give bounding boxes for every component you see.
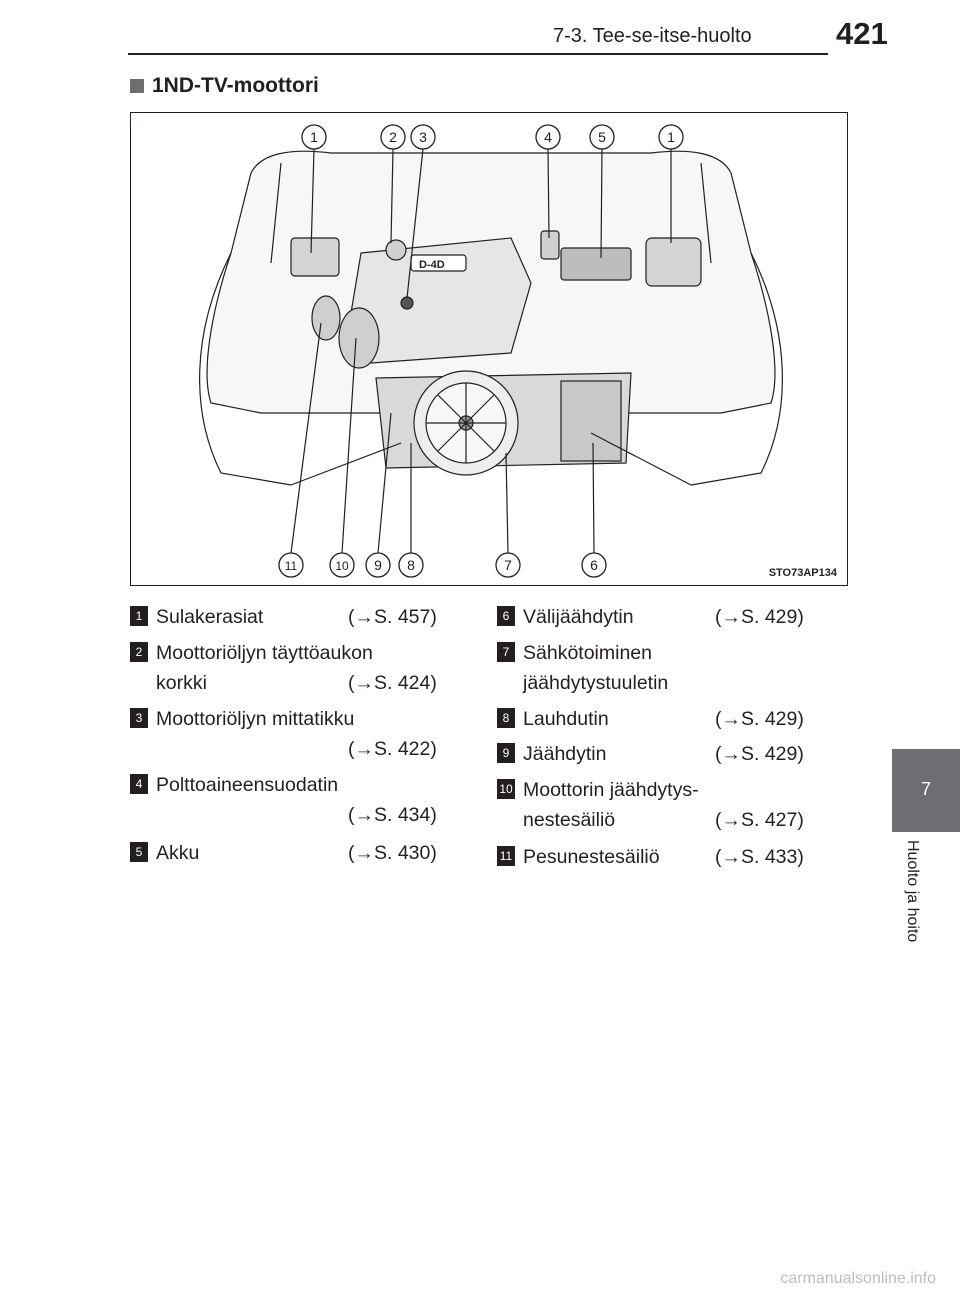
legend-label-line2: nestesäiliö bbox=[523, 809, 616, 831]
legend-number: 8 bbox=[497, 708, 515, 728]
figure-code: STO73AP134 bbox=[768, 567, 837, 579]
callout-bottom-1: 11 bbox=[285, 559, 298, 573]
legend-item: 3 Moottoriöljyn mittatikku (→S. 422) bbox=[130, 704, 455, 764]
page-number: 421 bbox=[836, 16, 888, 51]
legend-label-line2: jäähdytystuuletin bbox=[523, 672, 669, 694]
callout-top-3: 3 bbox=[419, 129, 427, 145]
legend-label: Välijäähdytin bbox=[523, 606, 634, 628]
legend-item: 10 Moottorin jäähdytys- nestesäiliö (→S.… bbox=[497, 775, 827, 835]
legend-label: Lauhdutin bbox=[523, 708, 609, 730]
legend-item: 4 Polttoaineensuodatin (→S. 434) bbox=[130, 770, 455, 830]
engine-badge: D-4D bbox=[419, 259, 445, 271]
legend-item: 6 Välijäähdytin (→S. 429) bbox=[497, 602, 827, 632]
engine-bay-figure: D-4D bbox=[130, 112, 848, 586]
legend-label-line2: korkki bbox=[156, 672, 207, 694]
legend-number: 1 bbox=[130, 606, 148, 626]
legend-item: 2 Moottoriöljyn täyttöaukon korkki (→S. … bbox=[130, 638, 455, 698]
header-rule bbox=[128, 53, 828, 55]
legend-number: 7 bbox=[497, 642, 515, 662]
page-reference: (→S. 434) bbox=[348, 804, 437, 826]
callout-top-1: 1 bbox=[310, 129, 318, 145]
page-reference: (→S. 429) bbox=[715, 606, 804, 628]
page-reference: (→S. 430) bbox=[348, 842, 437, 864]
page-reference: (→S. 429) bbox=[715, 708, 804, 730]
callout-top-2: 2 bbox=[389, 129, 397, 145]
legend-label: Jäähdytin bbox=[523, 743, 607, 765]
legend-number: 10 bbox=[497, 779, 515, 799]
callout-top-5: 5 bbox=[598, 129, 606, 145]
legend-label: Sulakerasiat bbox=[156, 606, 264, 628]
legend-label: Polttoaineensuodatin bbox=[156, 774, 339, 796]
legend-label: Pesunestesäiliö bbox=[523, 846, 660, 868]
callout-top-4: 4 bbox=[544, 129, 552, 145]
chapter-number: 7 bbox=[920, 779, 931, 799]
section-bullet-icon bbox=[130, 79, 144, 93]
legend-item: 7 Sähkötoiminen jäähdytystuuletin bbox=[497, 638, 827, 698]
legend-item: 11 Pesunestesäiliö (→S. 433) bbox=[497, 842, 827, 872]
callout-top-6: 1 bbox=[667, 129, 675, 145]
page-reference: (→S. 457) bbox=[348, 606, 437, 628]
legend-item: 8 Lauhdutin (→S. 429) bbox=[497, 704, 827, 734]
chapter-title: Huolto ja hoito bbox=[904, 840, 921, 943]
legend-number: 5 bbox=[130, 842, 148, 862]
legend-label: Moottoriöljyn mittatikku bbox=[156, 708, 355, 730]
legend-label: Sähkötoiminen bbox=[523, 642, 652, 664]
callout-bottom-4: 8 bbox=[407, 557, 415, 573]
section-title: 1ND-TV-moottori bbox=[130, 74, 319, 98]
legend-label: Moottoriöljyn täyttöaukon bbox=[156, 642, 373, 664]
legend-label: Moottorin jäähdytys- bbox=[523, 779, 699, 801]
legend-number: 4 bbox=[130, 774, 148, 794]
legend-number: 11 bbox=[497, 846, 515, 866]
legend-item: 5 Akku (→S. 430) bbox=[130, 838, 455, 868]
callout-bottom-3: 9 bbox=[374, 557, 382, 573]
chapter-tab: 7 bbox=[892, 749, 960, 832]
legend-number: 9 bbox=[497, 743, 515, 763]
legend-item: 1 Sulakerasiat (→S. 457) bbox=[130, 602, 455, 632]
page-reference: (→S. 424) bbox=[348, 672, 437, 694]
legend-number: 3 bbox=[130, 708, 148, 728]
page-reference: (→S. 422) bbox=[348, 738, 437, 760]
legend-number: 6 bbox=[497, 606, 515, 626]
legend-label: Akku bbox=[156, 842, 200, 864]
callout-bottom-2: 10 bbox=[335, 559, 349, 573]
callout-bottom-6: 6 bbox=[590, 557, 598, 573]
engine-bay-illustration: D-4D bbox=[199, 124, 783, 578]
page-reference: (→S. 427) bbox=[715, 809, 804, 831]
page-reference: (→S. 429) bbox=[715, 743, 804, 765]
page-reference: (→S. 433) bbox=[715, 846, 804, 868]
callout-bottom-5: 7 bbox=[504, 557, 512, 573]
watermark: carmanualsonline.info bbox=[780, 1270, 936, 1287]
section-title-text: 1ND-TV-moottori bbox=[152, 74, 319, 97]
running-header-section: 7-3. Tee-se-itse-huolto bbox=[553, 25, 752, 47]
legend-number: 2 bbox=[130, 642, 148, 662]
legend-item: 9 Jäähdytin (→S. 429) bbox=[497, 739, 827, 769]
